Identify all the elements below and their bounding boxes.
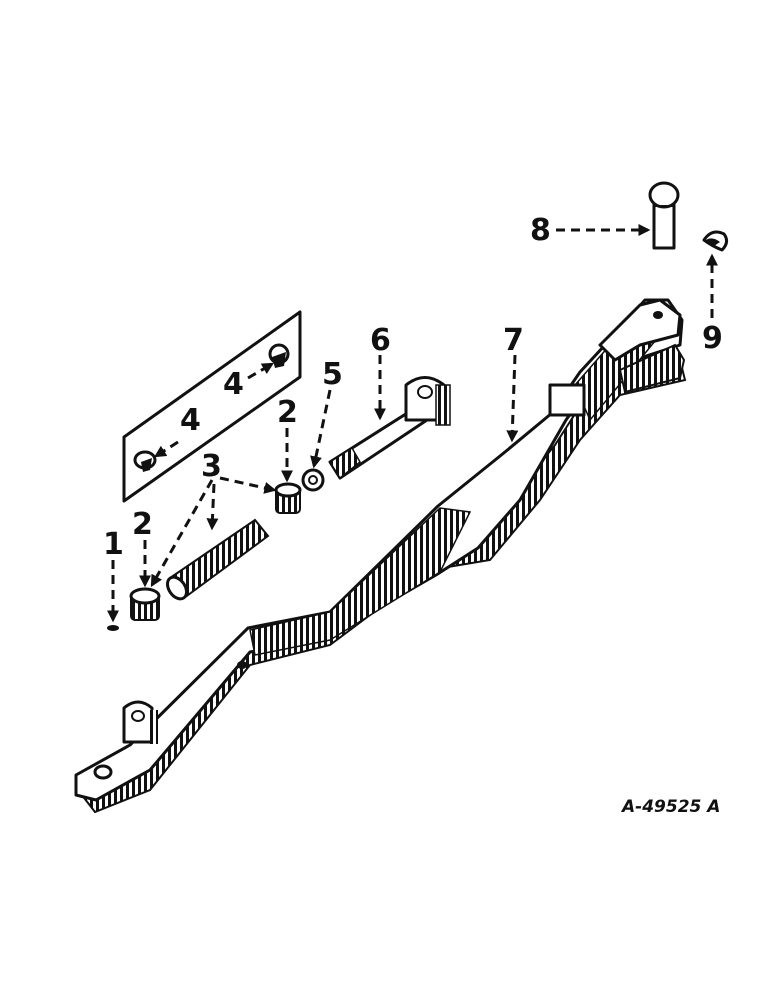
- bushing-lower: [129, 587, 161, 621]
- grease-fitting-2: [268, 343, 290, 368]
- retaining-clip: [702, 230, 729, 252]
- bushing-upper-end: [274, 482, 302, 498]
- drawbar-lug-side: [150, 710, 158, 744]
- grease-fitting-panel: [122, 310, 302, 503]
- grease-fitting-1-base: [141, 458, 152, 472]
- callout-1: 1: [103, 527, 124, 562]
- callout-8: 8: [530, 213, 551, 248]
- callout-2-upper: 2: [277, 395, 298, 430]
- drawing-code: A-49525 A: [620, 797, 720, 817]
- drawbar-spacer-block: [548, 383, 586, 417]
- retaining-clip-loop: [706, 238, 720, 246]
- pin-shaft-clevis-side: [435, 384, 451, 426]
- callout-4-lower: 4: [180, 403, 201, 438]
- callout-4-upper: 4: [223, 367, 244, 402]
- leader-5: [310, 389, 332, 469]
- drawbar-end-hole: [93, 764, 113, 780]
- callout-3: 3: [201, 449, 222, 484]
- grease-fitting-2-base: [272, 352, 286, 368]
- drawbar-clevis-hole: [653, 311, 663, 319]
- leader-3-to-upper-bushing: [219, 476, 277, 494]
- leader-lines: [107, 224, 718, 623]
- leader-3-to-sleeve: [206, 483, 219, 531]
- pin-shaft-threaded-end: [328, 446, 361, 480]
- drawbar: [74, 298, 687, 814]
- grease-fitting-1: [133, 450, 157, 472]
- callout-6: 6: [370, 323, 391, 358]
- callout-2-lower: 2: [132, 507, 153, 542]
- drawbar-top-face: [74, 298, 684, 802]
- callout-7: 7: [503, 323, 524, 358]
- drawbar-clevis-lower: [618, 343, 686, 394]
- washer: [301, 468, 325, 492]
- leader-4-lower: [153, 440, 179, 458]
- drawbar-hatch-band-1: [249, 507, 472, 656]
- washer-hole: [308, 475, 318, 485]
- bushing-lower-end: [129, 587, 161, 605]
- leader-3-to-bushing: [150, 479, 214, 588]
- pin-shaft: [328, 376, 451, 480]
- clevis-pin-head: [648, 181, 680, 209]
- leader-4-upper: [247, 362, 275, 380]
- leader-7: [506, 354, 519, 443]
- drawbar-lug-hole: [131, 710, 145, 722]
- bushing-upper: [274, 482, 302, 514]
- drawbar-middle-hole: [237, 661, 247, 669]
- clevis-pin: [648, 181, 680, 250]
- pin-shaft-clevis-hole: [417, 385, 433, 399]
- fitting-panel-frame: [122, 310, 302, 503]
- callout-labels: 1 2 2 3 4 4 5 6 7 8 9: [103, 213, 723, 562]
- callout-9: 9: [702, 321, 723, 356]
- rod-sleeve-end: [165, 575, 189, 601]
- callout-5: 5: [322, 357, 343, 392]
- rod-sleeve: [165, 518, 270, 601]
- small-pin: [107, 625, 119, 631]
